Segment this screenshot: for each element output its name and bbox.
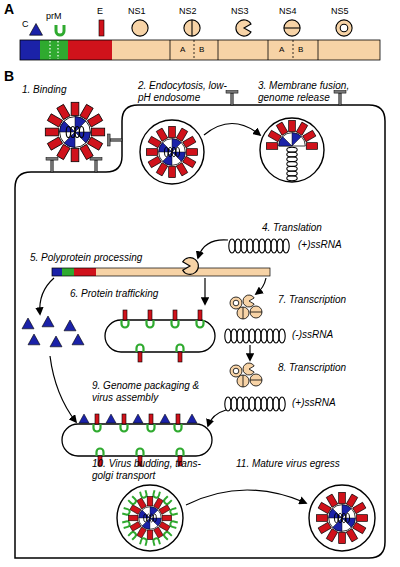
- step-arrow: [204, 124, 260, 136]
- panel-letter: A: [4, 1, 14, 17]
- immature-virion: [122, 490, 178, 546]
- step-label: 2. Endocytosis, low-pH endosome: [138, 80, 228, 103]
- rna-coil: [225, 329, 285, 343]
- replication-complex: [230, 295, 262, 319]
- bar-outline: [20, 40, 380, 60]
- step-label: 9. Genome packaging & virus assembly: [92, 380, 207, 403]
- secretory-vesicle: [309, 485, 375, 551]
- virion: [146, 126, 197, 177]
- receptor: [108, 134, 123, 146]
- step-arrow: [40, 278, 54, 314]
- ns-segment: [112, 40, 380, 60]
- gene-label: E: [97, 6, 103, 16]
- step-label: 1. Binding: [22, 84, 66, 96]
- step-arrow: [249, 345, 250, 360]
- step-arrow: [208, 410, 226, 426]
- gene-label: prM: [46, 11, 62, 21]
- step-label: 5. Polyprotein processing: [30, 252, 142, 264]
- capsid-icon: [30, 24, 43, 36]
- e-segment: [68, 40, 112, 60]
- ns4-icon: [284, 20, 300, 36]
- virion: [45, 102, 104, 161]
- subunit-divider: [293, 40, 294, 60]
- segment-divider: [318, 40, 319, 60]
- rna-coil: [225, 397, 285, 411]
- segment-divider: [218, 40, 219, 60]
- subunit-label: A: [180, 45, 185, 54]
- prm-icon: [56, 25, 64, 35]
- ns5-icon: [336, 20, 352, 36]
- prm-segment: [40, 40, 68, 60]
- receptor: [46, 158, 58, 173]
- step-arrow: [186, 490, 306, 505]
- segment-divider: [170, 40, 171, 60]
- gene-label: NS3: [231, 6, 249, 16]
- segment-divider: [268, 40, 269, 60]
- ns3-icon: [236, 20, 251, 36]
- rna-coil: [229, 239, 289, 253]
- panel-letter: B: [4, 68, 14, 84]
- step-label: 4. Translation: [262, 222, 322, 234]
- cell-membrane: [15, 105, 385, 558]
- ns2-icon: [184, 20, 200, 36]
- replication-complex: [230, 363, 262, 387]
- subunit-label: B: [298, 45, 303, 54]
- step-label: 10. Virus budding, trans-golgi transport: [92, 458, 202, 481]
- genome-bar: [20, 40, 380, 60]
- er-proteins: [122, 310, 204, 362]
- step-label: 7. Transcription: [278, 294, 346, 306]
- transport-vesicle: [117, 485, 183, 551]
- step-label: 11. Mature virus egress: [236, 458, 340, 470]
- receptor: [90, 158, 102, 173]
- step-arrow: [50, 356, 76, 422]
- segment-dots: [49, 41, 50, 59]
- rna-label: (+)ssRNA: [298, 239, 342, 251]
- polyprotein: [52, 268, 270, 276]
- capsid-pool: [22, 316, 84, 347]
- uncoating-virion: [266, 120, 317, 180]
- step-label: 8. Transcription: [278, 362, 346, 374]
- protease: [183, 258, 199, 275]
- subunit-label: B: [199, 45, 204, 54]
- step-arrow: [256, 278, 266, 294]
- gene-label: NS2: [179, 6, 197, 16]
- mature-virion: [316, 492, 367, 543]
- endosome: [140, 120, 204, 184]
- gene-label: NS5: [331, 6, 349, 16]
- endosome: [260, 118, 324, 182]
- segment-dots: [57, 41, 58, 59]
- rna-label: (+)ssRNA: [292, 397, 336, 409]
- step-arrow: [204, 278, 205, 304]
- gene-label: NS4: [279, 6, 297, 16]
- subunit-label: A: [279, 45, 284, 54]
- gene-label: C: [22, 19, 29, 29]
- step-label: 6. Protein trafficking: [70, 288, 158, 300]
- receptor: [226, 91, 238, 106]
- step-arrow: [198, 240, 228, 258]
- c-segment: [20, 40, 40, 60]
- protein-icons: [30, 20, 353, 36]
- subunit-divider: [194, 40, 195, 60]
- e-icon: [99, 20, 104, 36]
- step-label: 3. Membrane fusion, genome release: [258, 80, 363, 103]
- ns1-icon: [132, 20, 148, 36]
- gene-label: NS1: [128, 6, 146, 16]
- rna-label: (-)ssRNA: [292, 329, 333, 341]
- receptor: [334, 91, 346, 106]
